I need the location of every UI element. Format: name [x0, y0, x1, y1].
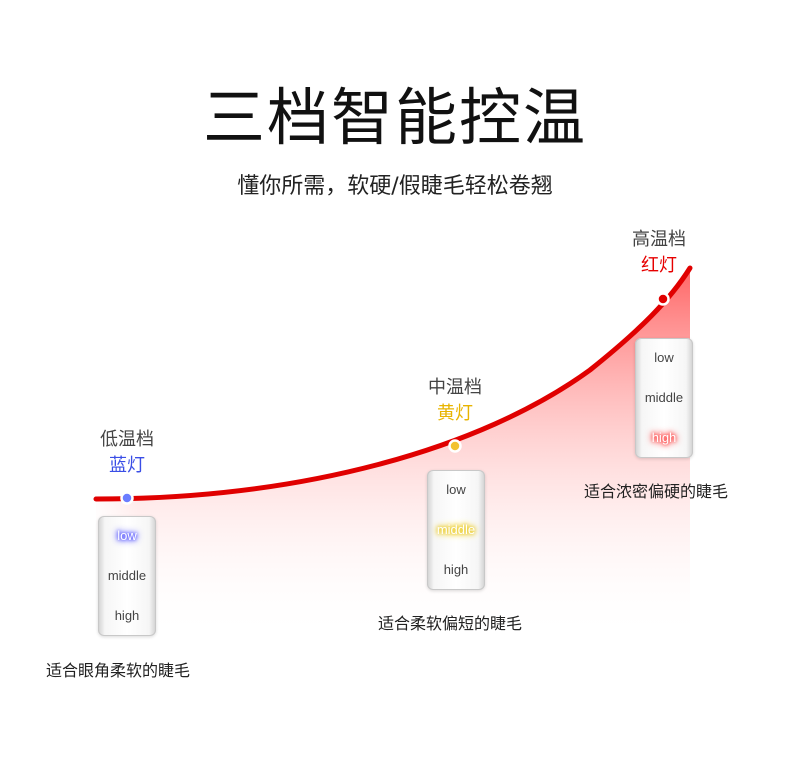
low-level-description: 适合眼角柔软的睫毛: [46, 661, 191, 680]
low-level-light: 蓝灯: [109, 455, 145, 476]
middle-level-description: 适合柔软偏短的睫毛: [378, 614, 523, 633]
option-high: high: [651, 430, 677, 445]
middle-level-name: 中温档: [428, 377, 482, 398]
high-marker: [656, 292, 670, 306]
option-high: high: [443, 562, 469, 577]
low-level-control-card: low middle high: [98, 516, 156, 636]
high-level-description: 适合浓密偏硬的睫毛: [584, 482, 729, 501]
curve-line: [93, 265, 693, 502]
option-middle: middle: [644, 390, 684, 405]
high-level-control-card: low middle high: [635, 338, 693, 458]
middle-level-label: 中温档 黄灯: [395, 376, 515, 426]
middle-marker: [448, 439, 462, 453]
page-subtitle: 懂你所需，软硬/假睫毛轻松卷翘: [237, 174, 553, 199]
high-level-light: 红灯: [641, 255, 677, 276]
option-low: low: [446, 482, 466, 497]
option-middle: middle: [436, 522, 476, 537]
middle-level-control-card: low middle high: [427, 470, 485, 590]
middle-level-light: 黄灯: [437, 403, 473, 424]
option-high: high: [114, 608, 140, 623]
low-marker: [120, 491, 134, 505]
option-low: low: [117, 528, 137, 543]
option-middle: middle: [107, 568, 147, 583]
high-level-name: 高温档: [632, 229, 686, 250]
low-level-label: 低温档 蓝灯: [67, 428, 187, 478]
high-level-label: 高温档 红灯: [599, 228, 719, 278]
low-level-name: 低温档: [100, 429, 154, 450]
page-title: 三档智能控温: [202, 81, 587, 154]
option-low: low: [654, 350, 674, 365]
